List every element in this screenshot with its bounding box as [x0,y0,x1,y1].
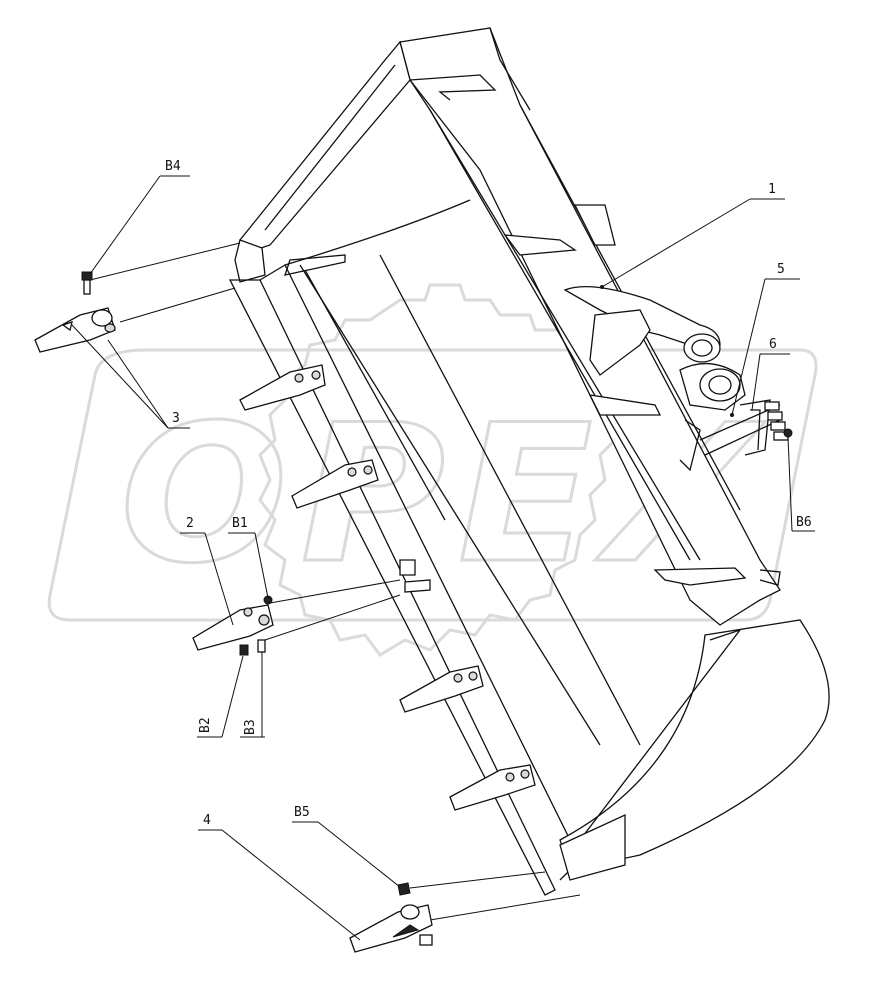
callout-5: 5 [730,262,800,417]
bolt-b3 [257,639,266,653]
callout-b2: B2 [197,655,244,738]
bolts-b6 [764,401,793,441]
bolt-b2 [239,644,249,656]
callout-label-b4: B4 [165,159,181,174]
callout-label-3: 3 [172,411,180,426]
bucket-body [228,27,830,896]
callout-b4: B4 [89,159,190,275]
watermark-ring [47,348,818,622]
mounted-teeth [239,364,536,811]
callout-label-6: 6 [769,337,777,352]
callout-label-5: 5 [777,262,785,277]
bolt-b5 [397,882,411,896]
callout-label-1: 1 [768,182,776,197]
callout-label-b5: B5 [294,805,310,820]
callouts: 1 5 6 B6 B4 [71,159,815,941]
callout-label-b2: B2 [198,717,213,733]
callout-b6: B6 [787,436,815,532]
callout-label-2: 2 [186,516,194,531]
callout-2: 2 [180,516,234,626]
callout-label-b1: B1 [232,516,248,531]
part-4-tooth-exploded [349,871,581,953]
bolt-b4 [81,271,93,295]
callout-label-4: 4 [203,813,211,828]
callout-3: 3 [71,324,190,429]
callout-b1: B1 [228,516,269,599]
parts-5-6-side-cutter [699,399,793,456]
part-2-tooth-exploded [192,579,401,656]
callout-4: 4 [198,813,361,941]
tooth-mounted [239,364,326,411]
callout-b3: B3 [240,652,265,738]
callout-label-b6: B6 [796,515,812,530]
callout-label-b3: B3 [243,719,258,735]
part-3-tooth-exploded [34,242,241,353]
callout-1: 1 [600,182,785,289]
callout-6: 6 [751,337,790,411]
callout-b5: B5 [292,805,401,888]
